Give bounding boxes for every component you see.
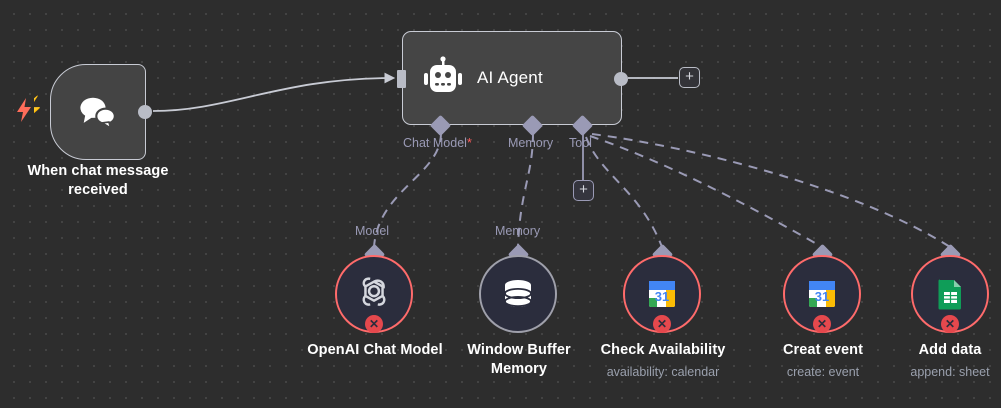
required-asterisk: * — [466, 136, 472, 150]
node-when-chat-message-received[interactable] — [50, 64, 152, 160]
lightning-bolt-icon: ⚡ — [14, 96, 45, 124]
node-subtitle-add-data: append: sheet — [910, 365, 990, 379]
node-label-add-data: Add data — [918, 342, 982, 358]
svg-text:31: 31 — [815, 289, 829, 304]
edge-tool-to-add-data — [591, 133, 951, 248]
google-calendar-icon: 31 — [801, 273, 843, 315]
edge-tool-to-creat-event — [589, 135, 823, 248]
node-label-window-buffer-memory: Window Buffer Memory — [467, 342, 571, 377]
agent-input-port[interactable] — [397, 70, 406, 88]
error-badge-check-availability: ✕ — [653, 315, 671, 333]
port-label-memory-sub: Memory — [495, 224, 541, 238]
google-calendar-icon: 31 — [641, 273, 683, 315]
svg-text:31: 31 — [655, 289, 669, 304]
node-subtitle-check-availability: availability: calendar — [606, 365, 720, 379]
agent-port-label-tool: Tool — [569, 136, 592, 150]
robot-icon — [421, 56, 465, 100]
agent-port-label-memory: Memory — [508, 136, 554, 150]
node-openai-chat-model[interactable]: ✕ — [335, 255, 413, 333]
node-label-trigger: When chat message received — [27, 163, 169, 198]
node-add-data[interactable]: ✕ — [911, 255, 989, 333]
error-badge-add-data: ✕ — [941, 315, 959, 333]
openai-icon — [353, 273, 395, 315]
trigger-output-port[interactable] — [138, 105, 152, 119]
node-check-availability[interactable]: 31 ✕ — [623, 255, 701, 333]
edge-trigger-to-agent — [152, 72, 396, 112]
port-label-text: Chat Model — [403, 136, 467, 150]
add-node-button-agent-output[interactable]: + — [679, 67, 700, 88]
add-node-button-tool[interactable]: + — [573, 180, 594, 201]
error-badge-openai: ✕ — [365, 315, 383, 333]
node-subtitle-creat-event: create: event — [786, 365, 860, 379]
node-title-ai-agent: AI Agent — [477, 68, 543, 87]
edge-tool-to-check-availability — [585, 136, 663, 248]
node-ai-agent[interactable]: AI Agent — [397, 31, 628, 125]
port-label-model: Model — [355, 224, 390, 238]
google-sheets-icon — [929, 273, 971, 315]
node-window-buffer-memory[interactable] — [479, 255, 557, 333]
agent-port-label-chat-model: Chat Model* — [403, 136, 472, 151]
node-label-check-availability: Check Availability — [600, 342, 726, 358]
error-badge-creat-event: ✕ — [813, 315, 831, 333]
agent-output-port[interactable] — [614, 72, 628, 86]
node-creat-event[interactable]: 31 ✕ — [783, 255, 861, 333]
node-label-openai-chat-model: OpenAI Chat Model — [307, 342, 443, 358]
node-label-creat-event: Creat event — [782, 342, 864, 358]
chat-bubbles-icon — [77, 91, 119, 133]
database-icon — [497, 273, 539, 315]
